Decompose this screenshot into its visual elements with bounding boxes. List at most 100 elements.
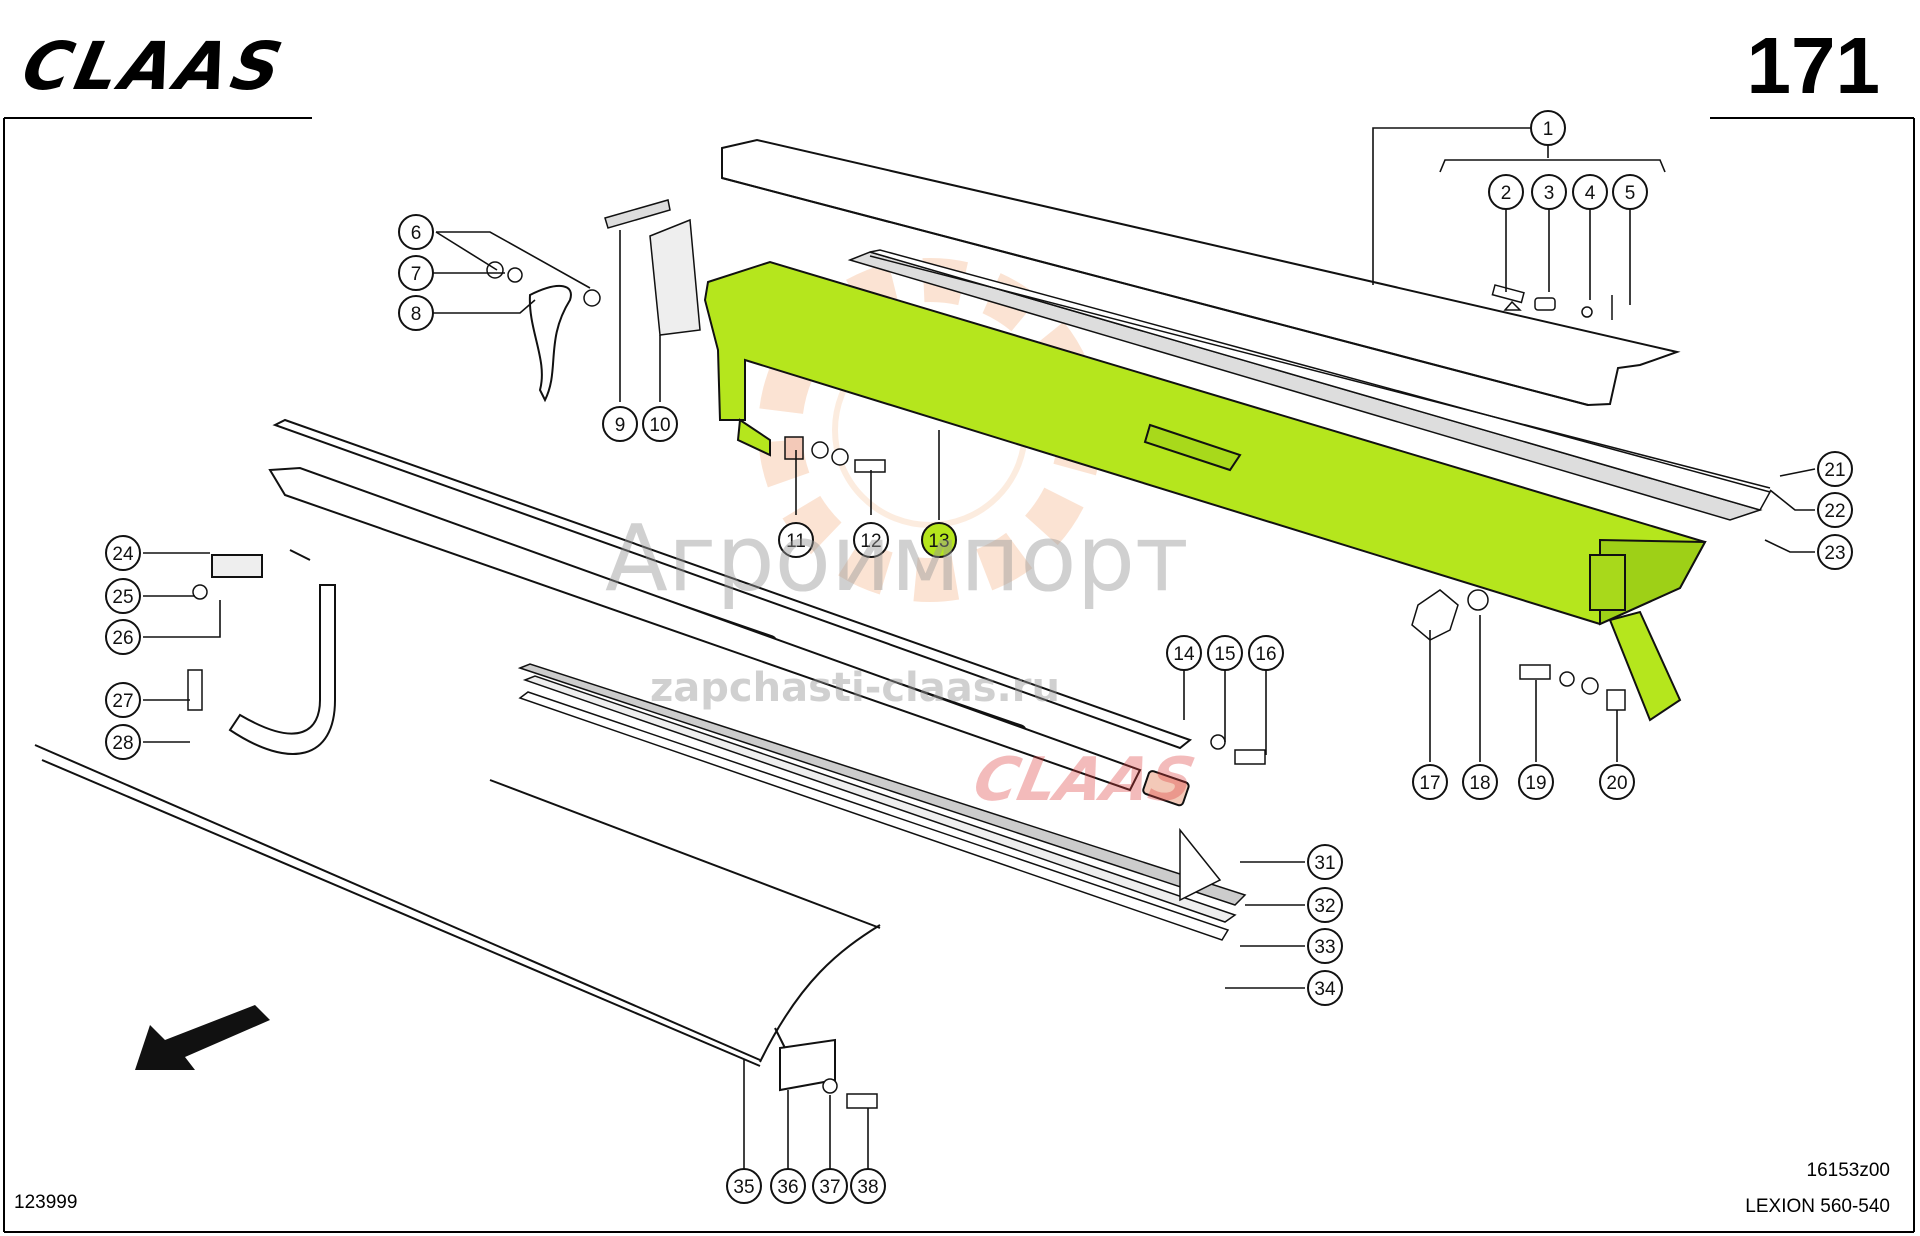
callout-14[interactable]: 14 <box>1166 635 1202 671</box>
callout-label: 31 <box>1314 853 1335 874</box>
callout-circle <box>1817 451 1853 487</box>
callout-circle <box>1166 635 1202 671</box>
callout-6[interactable]: 6 <box>398 214 434 250</box>
callout-circle <box>1412 764 1448 800</box>
callout-label: 37 <box>819 1177 840 1198</box>
callout-7[interactable]: 7 <box>398 255 434 291</box>
callout-36[interactable]: 36 <box>770 1168 806 1204</box>
seal-strip <box>847 249 1772 521</box>
callout-circle <box>1612 174 1648 210</box>
callout-circle <box>398 214 434 250</box>
callout-20[interactable]: 20 <box>1599 764 1635 800</box>
callout-circle <box>1307 844 1343 880</box>
callout-label: 9 <box>615 415 626 436</box>
callout-24[interactable]: 24 <box>105 535 141 571</box>
callout-label: 1 <box>1543 119 1554 140</box>
callout-38[interactable]: 38 <box>850 1168 886 1204</box>
callout-19[interactable]: 19 <box>1518 764 1554 800</box>
callout-18[interactable]: 18 <box>1462 764 1498 800</box>
callout-35[interactable]: 35 <box>726 1168 762 1204</box>
callout-15[interactable]: 15 <box>1207 635 1243 671</box>
callout-circle <box>105 535 141 571</box>
callout-label: 6 <box>411 223 422 244</box>
callout-label: 23 <box>1824 543 1845 564</box>
callout-label: 5 <box>1625 183 1636 204</box>
callout-label: 19 <box>1525 773 1546 794</box>
callout-37[interactable]: 37 <box>812 1168 848 1204</box>
callout-8[interactable]: 8 <box>398 295 434 331</box>
callout-label: 25 <box>112 587 133 608</box>
callout-label: 34 <box>1314 979 1336 1000</box>
plate-36 <box>774 1027 836 1092</box>
callout-circle <box>1817 534 1853 570</box>
highlighted-trough-part-13 <box>703 260 1707 722</box>
lever-8 <box>528 284 572 403</box>
callout-circle <box>778 522 814 558</box>
callout-label: 10 <box>649 415 670 436</box>
callout-circle <box>398 295 434 331</box>
callout-32[interactable]: 32 <box>1307 887 1343 923</box>
callout-circle <box>105 619 141 655</box>
callout-10[interactable]: 10 <box>642 406 678 442</box>
callout-11[interactable]: 11 <box>778 522 814 558</box>
drawing-code: 123999 <box>14 1192 78 1213</box>
callout-circle <box>1248 635 1284 671</box>
lower-seal-strips <box>517 663 1247 941</box>
lower-cover-35 <box>34 744 881 1067</box>
callout-label: 14 <box>1173 644 1195 665</box>
callout-circle <box>1518 764 1554 800</box>
callout-label: 28 <box>112 733 133 754</box>
callout-label: 11 <box>786 531 806 552</box>
watermark-company: Агроимпорт <box>605 505 1189 612</box>
callout-circle <box>1207 635 1243 671</box>
callout-26[interactable]: 26 <box>105 619 141 655</box>
callout-27[interactable]: 27 <box>105 682 141 718</box>
callout-label: 7 <box>411 264 422 285</box>
callout-circle <box>105 724 141 760</box>
callout-label: 18 <box>1469 773 1490 794</box>
callout-21[interactable]: 21 <box>1817 451 1853 487</box>
callout-1[interactable]: 1 <box>1530 110 1566 146</box>
callout-34[interactable]: 34 <box>1307 970 1343 1006</box>
callout-label: 8 <box>411 304 422 325</box>
watermark-brand: CLAAS <box>967 745 1201 815</box>
callout-13[interactable]: 13 <box>921 522 957 558</box>
callout-circle <box>398 255 434 291</box>
callout-label: 16 <box>1255 644 1276 665</box>
callout-3[interactable]: 3 <box>1531 174 1567 210</box>
callout-23[interactable]: 23 <box>1817 534 1853 570</box>
callout-circle <box>642 406 678 442</box>
hardware-parts <box>187 261 1626 1109</box>
callout-label: 13 <box>928 531 949 552</box>
callout-31[interactable]: 31 <box>1307 844 1343 880</box>
callout-12[interactable]: 12 <box>853 522 889 558</box>
callout-17[interactable]: 17 <box>1412 764 1448 800</box>
callout-2[interactable]: 2 <box>1488 174 1524 210</box>
callout-circle <box>726 1168 762 1204</box>
callout-label: 15 <box>1214 644 1235 665</box>
callout-25[interactable]: 25 <box>105 578 141 614</box>
callout-33[interactable]: 33 <box>1307 928 1343 964</box>
page-number: 171 <box>1746 21 1880 110</box>
direction-arrow-icon <box>135 1005 270 1070</box>
callout-circle <box>1462 764 1498 800</box>
callout-5[interactable]: 5 <box>1612 174 1648 210</box>
callout-label: 20 <box>1606 773 1627 794</box>
callout-circle <box>1817 492 1853 528</box>
callout-9[interactable]: 9 <box>602 406 638 442</box>
figure-code: 16153z00 <box>1806 1160 1890 1181</box>
callout-4[interactable]: 4 <box>1572 174 1608 210</box>
callout-circle <box>1307 887 1343 923</box>
callout-label: 33 <box>1314 937 1335 958</box>
callout-circle <box>1531 174 1567 210</box>
callout-16[interactable]: 16 <box>1248 635 1284 671</box>
callout-28[interactable]: 28 <box>105 724 141 760</box>
callout-circle <box>812 1168 848 1204</box>
callout-circle <box>105 682 141 718</box>
callout-label: 12 <box>860 531 881 552</box>
callout-label: 38 <box>857 1177 878 1198</box>
callout-22[interactable]: 22 <box>1817 492 1853 528</box>
